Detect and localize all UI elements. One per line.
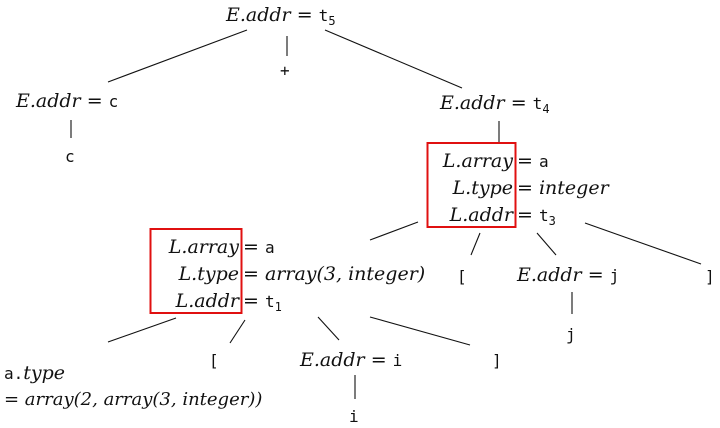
l-inner-addr-eq: = — [243, 290, 259, 312]
edge-root-eleft — [107, 29, 248, 83]
j-leaf: j — [566, 325, 576, 344]
i-leaf: i — [349, 407, 359, 426]
root-attr: E.addr — [226, 4, 291, 26]
l-inner-type-val: array(3, integer) — [264, 263, 426, 285]
l-inner-array-value: = a — [243, 236, 275, 259]
edge-linner-ei — [317, 316, 340, 341]
e-j-node: E.addr = j — [517, 264, 619, 287]
edge-louter-linner — [369, 221, 419, 241]
edge-linner-rbracket — [369, 316, 471, 346]
l-inner-array-eq: = — [243, 236, 259, 258]
e-i-node: E.addr = i — [300, 349, 402, 372]
lbracket-outer: [ — [457, 267, 467, 286]
edge-root-eright — [324, 29, 463, 89]
l-inner-addr-attr: L.addr — [175, 290, 239, 312]
e-left-val: c — [108, 92, 119, 111]
edge-louter-ej — [536, 232, 557, 256]
l-outer-type-attr: L.type — [452, 177, 513, 199]
highlight-box-inner — [149, 228, 243, 314]
l-outer-array-value: = a — [517, 150, 549, 173]
lbracket-inner: [ — [209, 351, 219, 370]
a-type-value: = array(2, array(3, integer)) — [4, 389, 263, 410]
edge-louter-lbracket — [470, 232, 481, 256]
e-left-eq: = — [86, 90, 103, 112]
l-inner-type-eq: = — [243, 263, 259, 285]
root-val: t — [318, 6, 329, 25]
e-i-val: i — [392, 351, 403, 370]
l-outer-addr-attr: L.addr — [449, 204, 513, 226]
e-right-eq: = — [510, 92, 527, 114]
l-inner-type-attr: L.type — [178, 263, 239, 285]
a-type-node: a.type — [4, 362, 65, 385]
e-j-val: j — [609, 266, 620, 285]
e-j-attr: E.addr — [517, 264, 582, 286]
edge-louter-rbracket — [584, 222, 702, 265]
rbracket-outer: ] — [705, 267, 715, 286]
l-inner-type-value: = array(3, integer) — [243, 263, 425, 285]
l-inner-addr-sub: 1 — [274, 300, 282, 314]
l-outer-type-eq: = — [517, 177, 533, 199]
root-node: E.addr = t5 — [226, 4, 336, 28]
l-inner-addr-value: = t1 — [243, 290, 282, 314]
l-inner-addr-val: t — [264, 292, 275, 311]
plus-leaf: + — [280, 61, 290, 80]
l-outer-addr-sub: 3 — [548, 214, 556, 228]
l-outer-array-val: a — [538, 152, 549, 171]
l-outer-array-attr: L.array — [442, 150, 513, 172]
l-inner-array-val: a — [264, 238, 275, 257]
e-j-eq: = — [587, 264, 604, 286]
l-outer-addr-eq: = — [517, 204, 533, 226]
a-type-obj: a. — [4, 364, 24, 383]
l-outer-addr-value: = t3 — [517, 204, 556, 228]
rbracket-inner: ] — [492, 351, 502, 370]
e-i-eq: = — [370, 349, 387, 371]
root-sub: 5 — [328, 14, 336, 28]
e-left-attr: E.addr — [16, 90, 81, 112]
l-inner-array-attr: L.array — [168, 236, 239, 258]
l-outer-array-eq: = — [517, 150, 533, 172]
e-right-val: t — [532, 94, 543, 113]
l-outer-addr-val: t — [538, 206, 549, 225]
highlight-box-outer — [426, 142, 517, 228]
e-right-sub: 4 — [542, 102, 550, 116]
root-eq: = — [296, 4, 313, 26]
a-type-attr: type — [23, 362, 66, 384]
l-outer-type-value: = integer — [517, 177, 609, 199]
edge-linner-atype — [107, 317, 177, 343]
l-outer-type-val: integer — [538, 177, 609, 199]
e-left-node: E.addr = c — [16, 90, 118, 113]
e-i-attr: E.addr — [300, 349, 365, 371]
e-right-attr: E.addr — [440, 92, 505, 114]
c-leaf: c — [65, 147, 75, 166]
edge-linner-lbracket — [229, 319, 246, 344]
e-right-node: E.addr = t4 — [440, 92, 550, 116]
